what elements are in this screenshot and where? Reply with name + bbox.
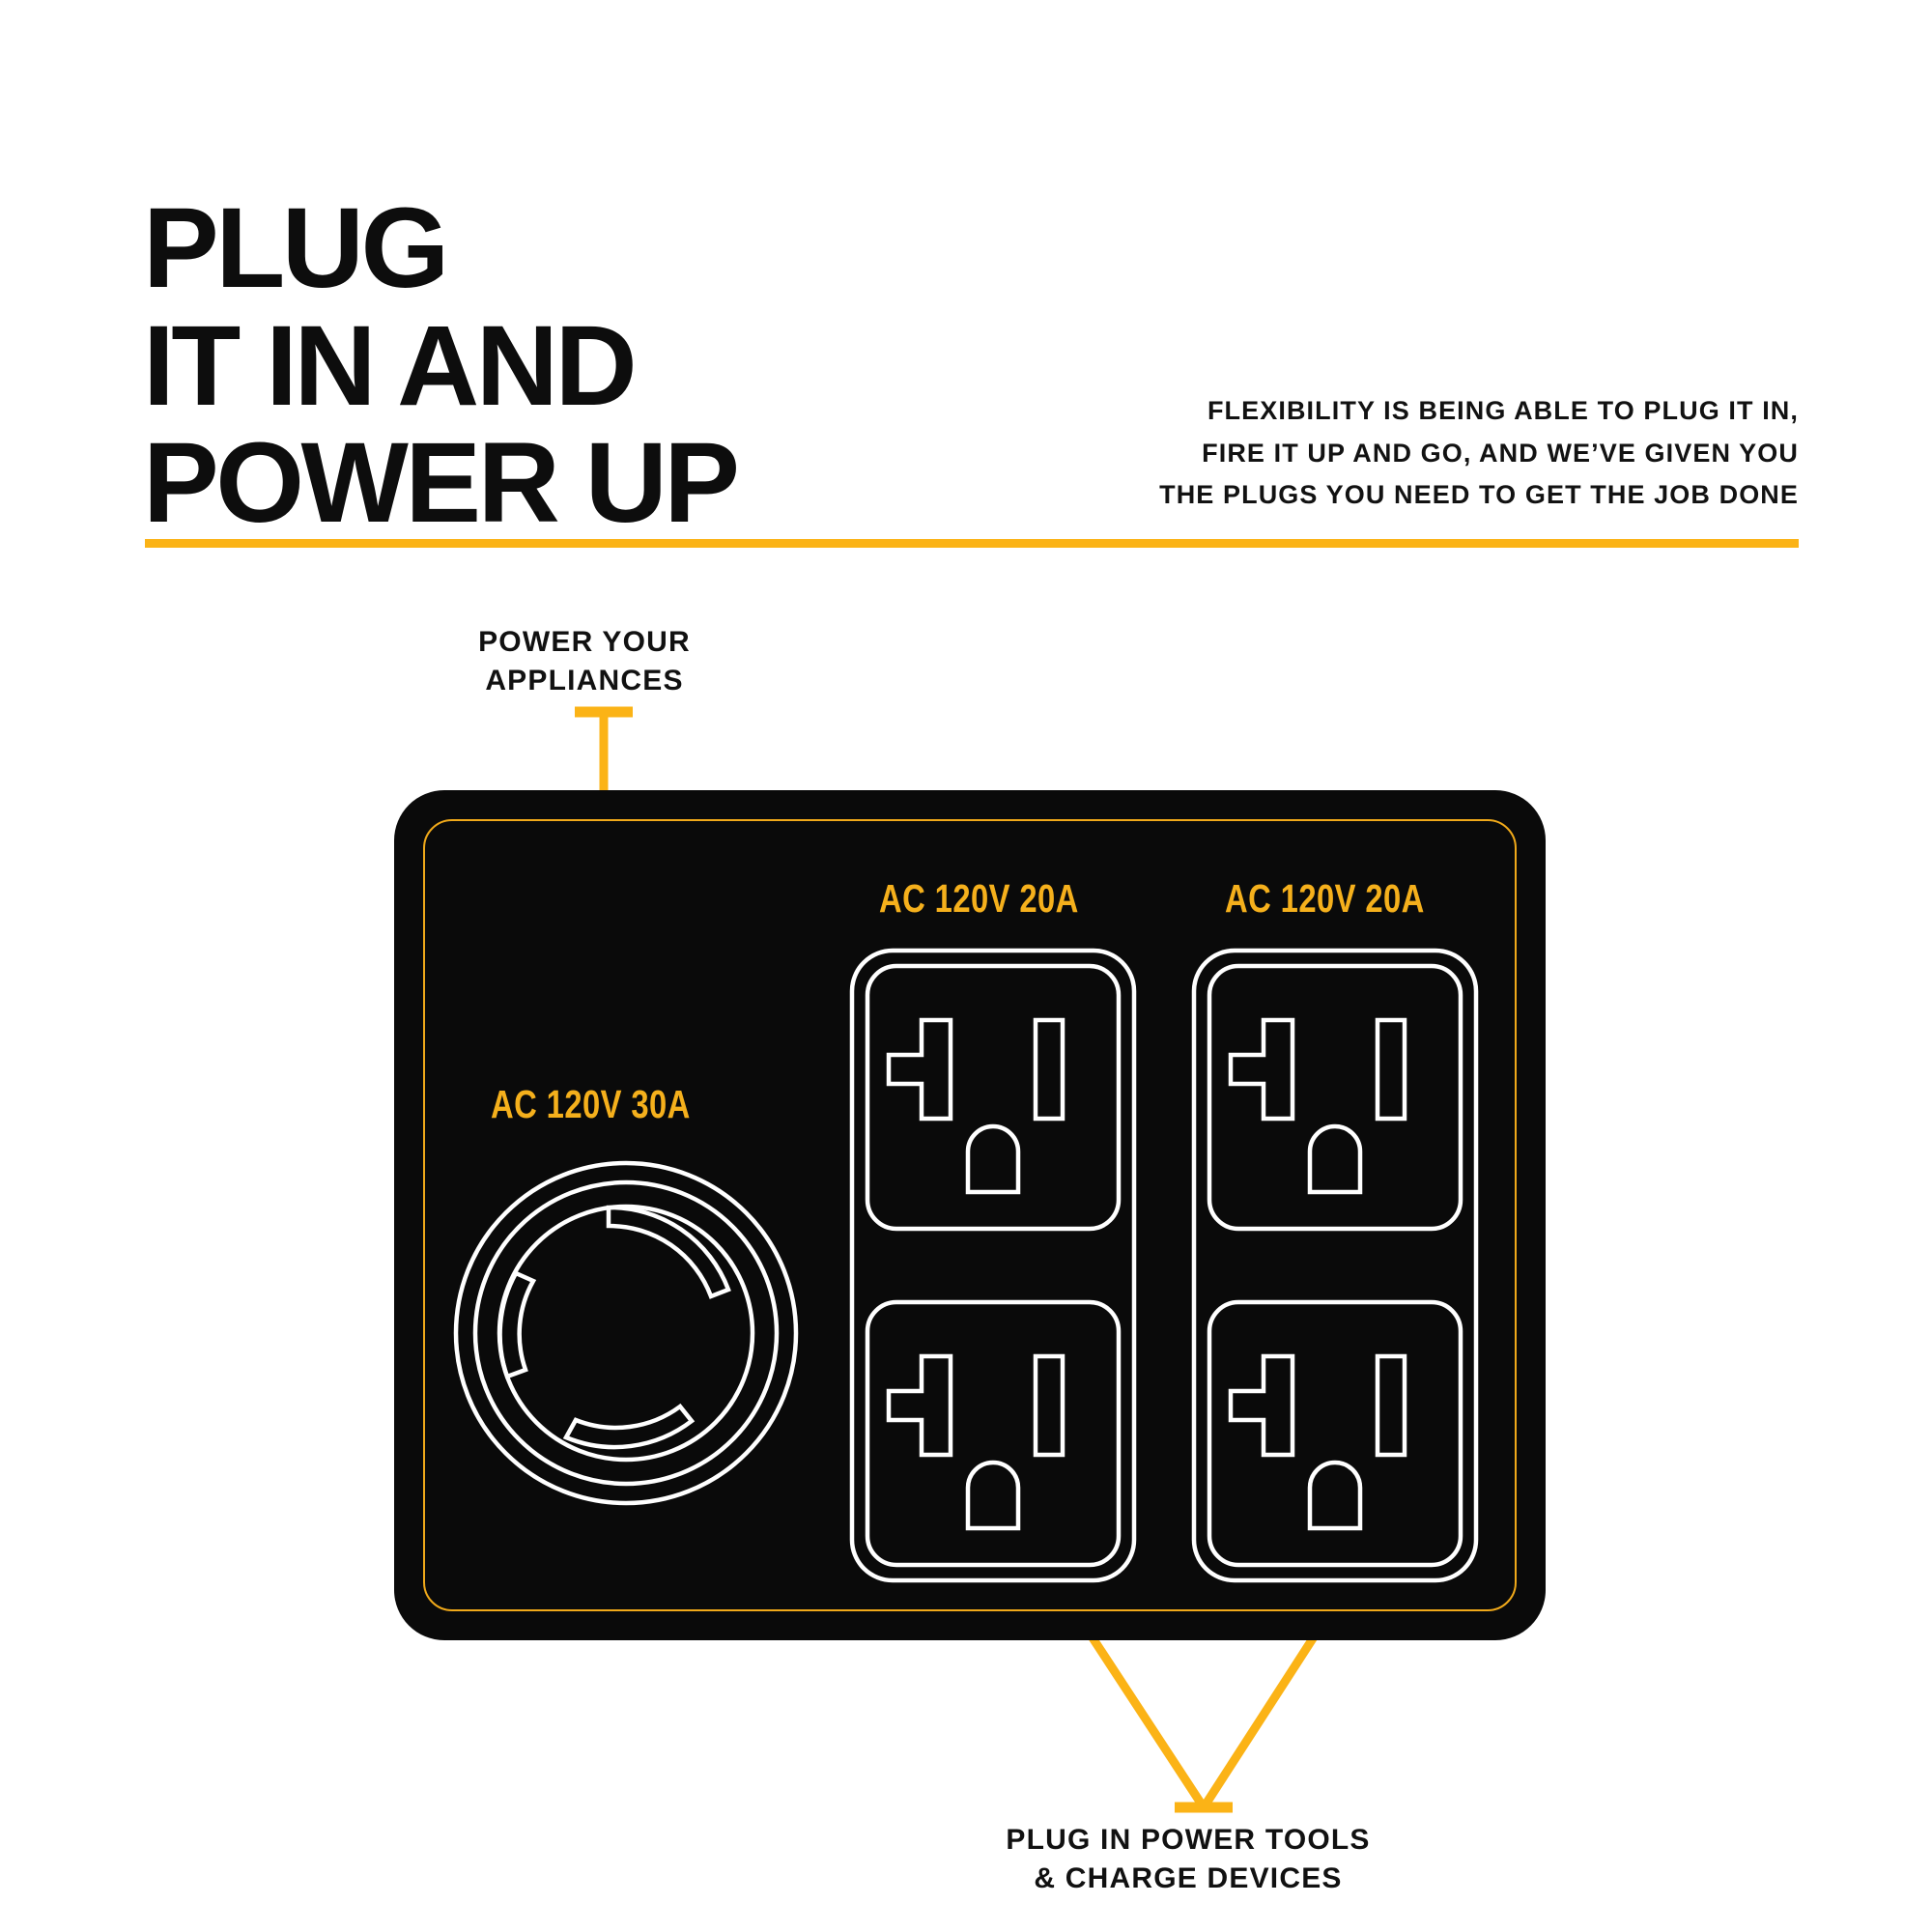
callout-label-plug-in-power-tools: PLUG IN POWER TOOLS & CHARGE DEVICES <box>918 1821 1459 1898</box>
page-headline: PLUG IT IN AND POWER UP <box>143 185 740 548</box>
intro-line-3: THE PLUGS YOU NEED TO GET THE JOB DONE <box>1159 480 1799 510</box>
callout-bottom-line-2: & CHARGE DEVICES <box>1034 1861 1343 1894</box>
callout-top-line-1: POWER YOUR <box>478 626 691 658</box>
receptacle-left-top <box>865 963 1122 1232</box>
intro-paragraph: FLEXIBILITY IS BEING ABLE TO PLUG IT IN,… <box>1045 390 1799 517</box>
duplex-outlet-group-left[interactable] <box>848 947 1138 1584</box>
outlet-label-30a: AC 120V 30A <box>491 1082 691 1126</box>
duplex-outlet-group-right[interactable] <box>1190 947 1480 1584</box>
header-divider-rule <box>145 539 1799 548</box>
callout-top-line-2: APPLIANCES <box>485 664 684 696</box>
receptacle-right-bottom <box>1207 1299 1463 1568</box>
callout-bottom-line-1: PLUG IN POWER TOOLS <box>1006 1824 1371 1856</box>
receptacle-left-bottom <box>865 1299 1122 1568</box>
receptacle-right-top <box>1207 963 1463 1232</box>
intro-line-2: FIRE IT UP AND GO, AND WE’VE GIVEN YOU <box>1202 438 1799 468</box>
twist-lock-outlet-30a[interactable] <box>452 1159 800 1507</box>
outlet-label-20a-right: AC 120V 20A <box>1225 876 1425 921</box>
outlet-label-20a-left: AC 120V 20A <box>879 876 1079 921</box>
callout-label-power-your-appliances: POWER YOUR APPLIANCES <box>377 623 792 700</box>
intro-line-1: FLEXIBILITY IS BEING ABLE TO PLUG IT IN, <box>1207 396 1799 425</box>
